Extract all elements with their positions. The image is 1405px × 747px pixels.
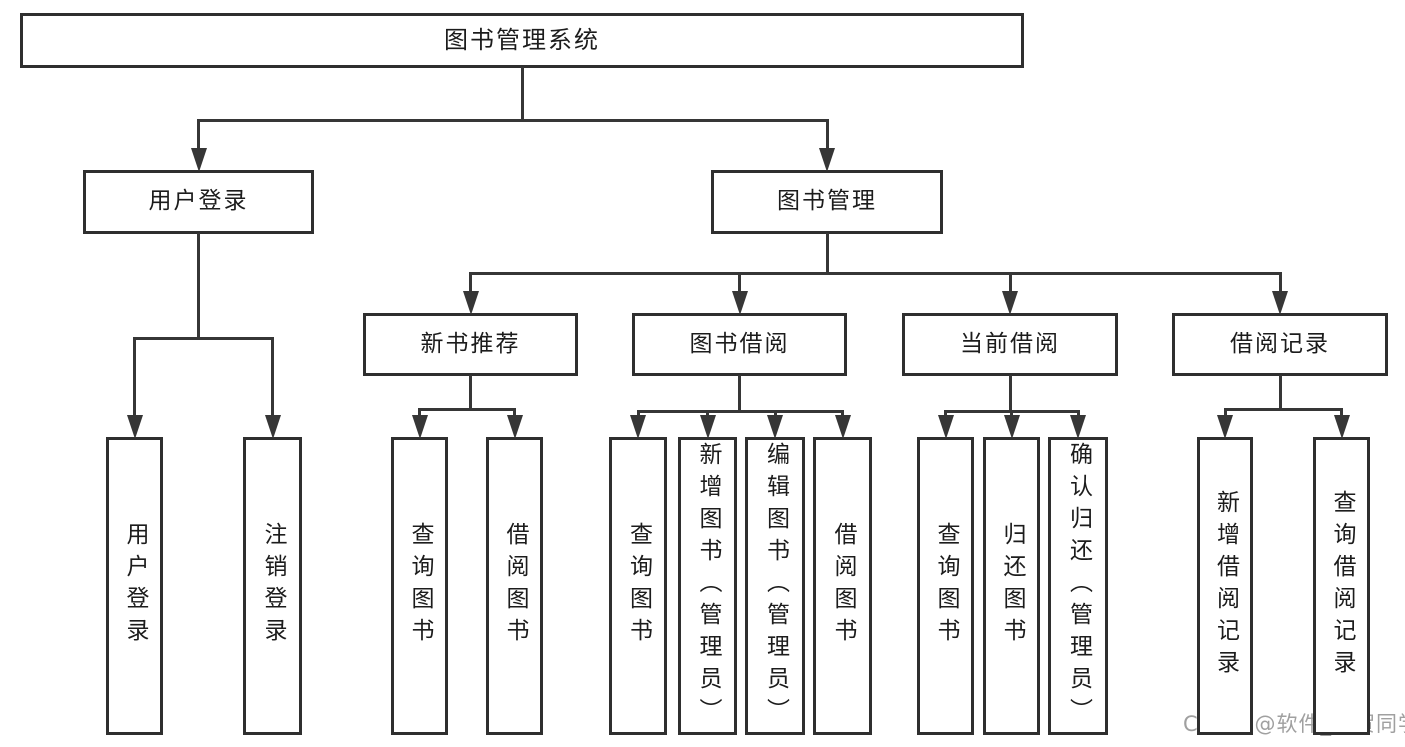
arrow-into-leaf-confirm-return — [1070, 415, 1086, 439]
node-label-new-book-rec: 新书推荐 — [420, 330, 521, 357]
node-leaf-borrow-book-1: 借阅图书 — [486, 437, 543, 735]
arrow-into-leaf-add-book — [699, 415, 716, 439]
node-root: 图书管理系统 — [20, 13, 1024, 68]
node-label-root: 图书管理系统 — [444, 26, 600, 55]
node-label-book-borrow: 图书借阅 — [689, 330, 790, 357]
connector-stub-leaf-query-book-3 — [944, 410, 947, 419]
arrow-into-new-book-rec — [462, 291, 479, 315]
node-current-borrow: 当前借阅 — [902, 313, 1118, 376]
node-label-leaf-query-book-3: 查询图书 — [933, 522, 959, 650]
arrow-into-leaf-query-book-1 — [411, 415, 428, 439]
node-leaf-edit-book: 编辑图书（管理员） — [745, 437, 805, 735]
node-label-leaf-add-record: 新增借阅记录 — [1212, 490, 1239, 682]
node-new-book-rec: 新书推荐 — [363, 313, 578, 376]
connector-stub-leaf-add-record — [1223, 408, 1227, 419]
node-label-leaf-borrow-book-2: 借阅图书 — [830, 522, 856, 650]
arrow-into-current-borrow — [1002, 291, 1018, 315]
node-label-leaf-return-book: 归还图书 — [999, 522, 1025, 650]
arrow-into-leaf-add-record — [1217, 415, 1233, 439]
arrow-into-leaf-borrow-book-1 — [506, 415, 523, 439]
connector-drop-new-book-rec — [469, 375, 472, 411]
connector-rail-book-borrow — [636, 410, 844, 413]
connector-stub-leaf-edit-book — [773, 410, 777, 419]
node-label-leaf-add-book: 新增图书（管理员） — [695, 442, 721, 730]
node-leaf-query-book-2: 查询图书 — [609, 437, 667, 735]
arrow-into-leaf-return-book — [1003, 415, 1020, 439]
connector-stub-book-mgmt — [825, 119, 829, 152]
arrow-into-book-mgmt — [819, 148, 835, 172]
connector-rail-new-book-rec — [418, 408, 516, 411]
node-label-leaf-query-book-2: 查询图书 — [625, 522, 652, 650]
node-user-login: 用户登录 — [83, 170, 314, 234]
connector-rail-root — [197, 119, 829, 122]
connector-drop-current-borrow — [1008, 375, 1012, 413]
connector-drop-book-mgmt — [825, 233, 829, 275]
node-label-leaf-borrow-book-1: 借阅图书 — [502, 522, 528, 650]
node-label-borrow-records: 借阅记录 — [1230, 330, 1330, 357]
connector-stub-leaf-return-book — [1010, 410, 1013, 419]
node-label-user-login: 用户登录 — [148, 188, 249, 215]
connector-drop-root — [520, 67, 524, 122]
node-label-current-borrow: 当前借阅 — [960, 330, 1060, 357]
connector-stub-leaf-add-book — [706, 410, 709, 419]
node-leaf-return-book: 归还图书 — [983, 437, 1040, 735]
node-leaf-query-book-1: 查询图书 — [391, 437, 448, 735]
node-label-leaf-edit-book: 编辑图书（管理员） — [762, 442, 789, 730]
connector-rail-book-mgmt — [469, 272, 1282, 275]
connector-stub-leaf-borrow-book-2 — [841, 410, 844, 419]
node-label-leaf-query-record: 查询借阅记录 — [1329, 490, 1355, 682]
arrow-into-leaf-query-book-2 — [630, 415, 646, 439]
connector-drop-borrow-records — [1278, 375, 1282, 411]
connector-stub-leaf-query-book-1 — [418, 408, 421, 419]
node-label-leaf-logout: 注销登录 — [260, 522, 286, 650]
connector-stub-leaf-logout — [271, 337, 274, 419]
connector-rail-borrow-records — [1223, 408, 1343, 411]
node-leaf-borrow-book-2: 借阅图书 — [813, 437, 872, 735]
arrow-into-leaf-query-book-3 — [937, 415, 954, 439]
node-leaf-add-book: 新增图书（管理员） — [678, 437, 737, 735]
connector-drop-user-login — [197, 233, 200, 340]
node-leaf-query-record: 查询借阅记录 — [1313, 437, 1370, 735]
arrow-into-borrow-records — [1272, 291, 1288, 315]
arrow-into-leaf-query-record — [1333, 415, 1350, 439]
node-leaf-confirm-return: 确认归还（管理员） — [1048, 437, 1108, 735]
connector-drop-book-borrow — [738, 375, 741, 413]
connector-stub-leaf-confirm-return — [1076, 410, 1080, 419]
connector-stub-leaf-user-login — [133, 337, 136, 419]
node-leaf-query-book-3: 查询图书 — [917, 437, 974, 735]
connector-stub-leaf-query-book-2 — [636, 410, 640, 419]
connector-stub-borrow-records — [1278, 272, 1282, 295]
node-label-leaf-query-book-1: 查询图书 — [407, 522, 433, 650]
connector-stub-user-login — [197, 119, 200, 152]
node-borrow-records: 借阅记录 — [1172, 313, 1388, 376]
node-book-borrow: 图书借阅 — [632, 313, 847, 376]
connector-stub-leaf-borrow-book-1 — [513, 408, 516, 419]
node-label-leaf-confirm-return: 确认归还（管理员） — [1065, 442, 1092, 730]
arrow-into-leaf-borrow-book-2 — [834, 415, 851, 439]
arrow-into-book-borrow — [731, 291, 748, 315]
arrow-into-leaf-user-login — [126, 415, 143, 439]
node-leaf-add-record: 新增借阅记录 — [1197, 437, 1253, 735]
arrow-into-user-login — [190, 148, 207, 172]
node-leaf-user-login: 用户登录 — [106, 437, 163, 735]
connector-stub-new-book-rec — [469, 272, 472, 295]
node-label-book-mgmt: 图书管理 — [777, 188, 877, 215]
arrow-into-leaf-edit-book — [767, 415, 783, 439]
node-label-leaf-user-login: 用户登录 — [122, 522, 148, 650]
node-leaf-logout: 注销登录 — [243, 437, 302, 735]
connector-stub-current-borrow — [1008, 272, 1012, 295]
node-book-mgmt: 图书管理 — [711, 170, 943, 234]
connector-stub-book-borrow — [738, 272, 741, 295]
arrow-into-leaf-logout — [264, 415, 281, 439]
connector-stub-leaf-query-record — [1340, 408, 1343, 419]
connector-rail-user-login — [133, 337, 274, 340]
